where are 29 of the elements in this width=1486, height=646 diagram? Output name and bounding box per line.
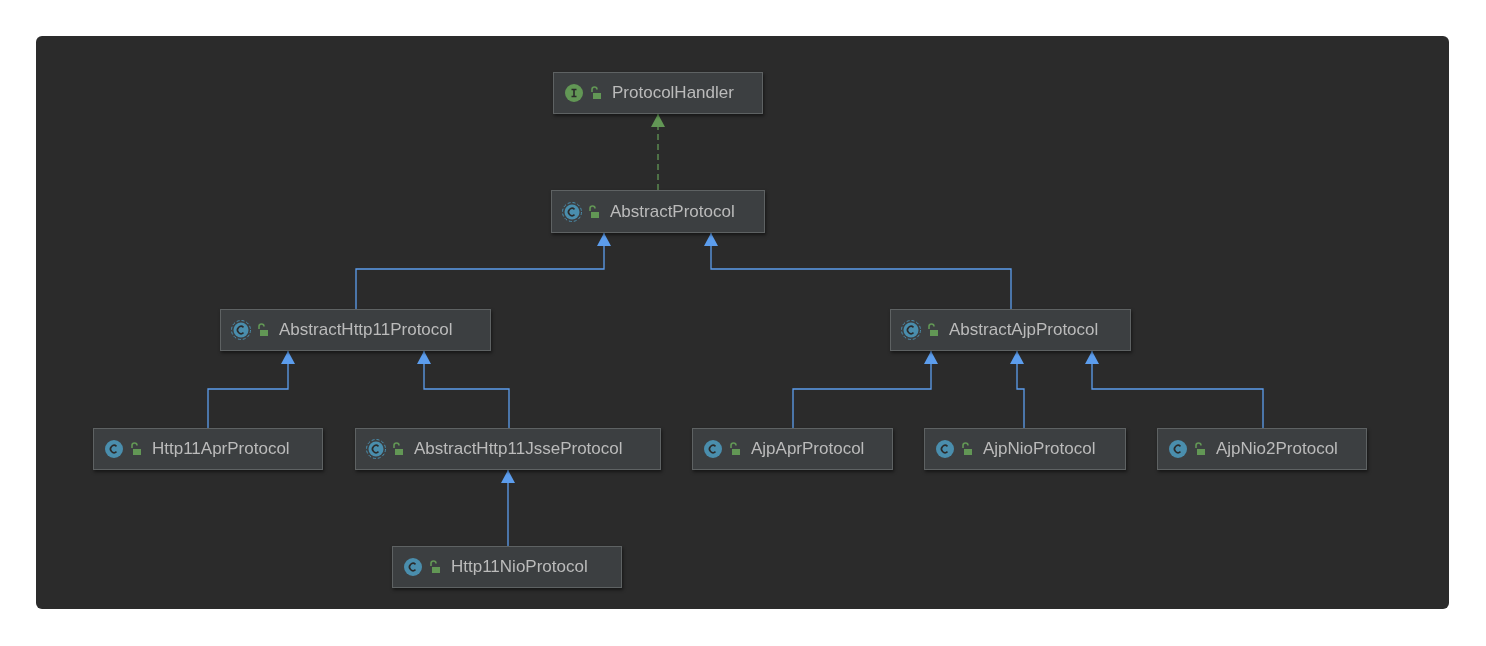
- class-name: Http11NioProtocol: [451, 556, 588, 579]
- class-name: AbstractProtocol: [610, 200, 735, 223]
- arrow: [704, 232, 1012, 310]
- class-box: [890, 309, 1131, 351]
- arrow: [501, 469, 515, 547]
- class-box: [924, 428, 1126, 470]
- class-name: AbstractHttp11Protocol: [279, 319, 453, 342]
- class-box: [220, 309, 491, 351]
- class-box: [1157, 428, 1367, 470]
- class-name: AbstractAjpProtocol: [949, 319, 1099, 342]
- class-name: Http11AprProtocol: [152, 438, 290, 461]
- arrow: [417, 350, 510, 429]
- class-box: [692, 428, 893, 470]
- class-box: [93, 428, 323, 470]
- arrow: [1085, 350, 1264, 429]
- arrow: [792, 350, 938, 429]
- class-box: [551, 190, 765, 233]
- class-name: ProtocolHandler: [612, 82, 734, 105]
- class-box: [392, 546, 622, 588]
- class-name: AjpNioProtocol: [983, 438, 1096, 461]
- arrow: [1010, 350, 1025, 429]
- class-name: AbstractHttp11JsseProtocol: [414, 438, 623, 461]
- class-box: [355, 428, 661, 470]
- class-name: AjpNio2Protocol: [1216, 438, 1338, 461]
- arrow: [355, 232, 611, 310]
- dashed-arrow: [651, 113, 665, 191]
- class-name: AjpAprProtocol: [751, 438, 865, 461]
- class-box: [553, 72, 763, 114]
- arrow: [207, 350, 295, 429]
